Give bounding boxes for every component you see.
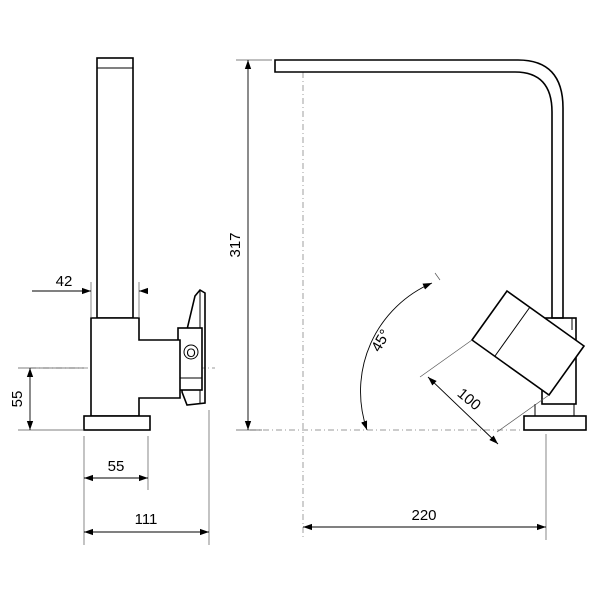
dim-side-total-width-label: 111 xyxy=(135,511,158,528)
dim-base-width-label: 55 xyxy=(108,458,125,475)
side-body xyxy=(90,317,181,417)
dim-handle-length-label: 100 xyxy=(454,385,484,414)
side-base-plate xyxy=(83,415,151,431)
side-view: O 42 55 55 111 xyxy=(9,57,215,545)
dim-base-height-label: 55 xyxy=(9,391,26,408)
front-spout xyxy=(274,59,564,319)
front-base-plate xyxy=(523,415,587,431)
dim-total-height-label: 317 xyxy=(227,232,244,257)
dim-spout-angle-label: 45° xyxy=(368,327,394,355)
front-handle xyxy=(470,289,586,397)
handle-mark: O xyxy=(186,346,195,360)
front-view: 317 45° 100 220 xyxy=(227,59,587,540)
dim-top-width-label: 42 xyxy=(56,273,73,290)
side-spout-column xyxy=(96,57,134,319)
dim-spout-reach-label: 220 xyxy=(411,507,436,524)
